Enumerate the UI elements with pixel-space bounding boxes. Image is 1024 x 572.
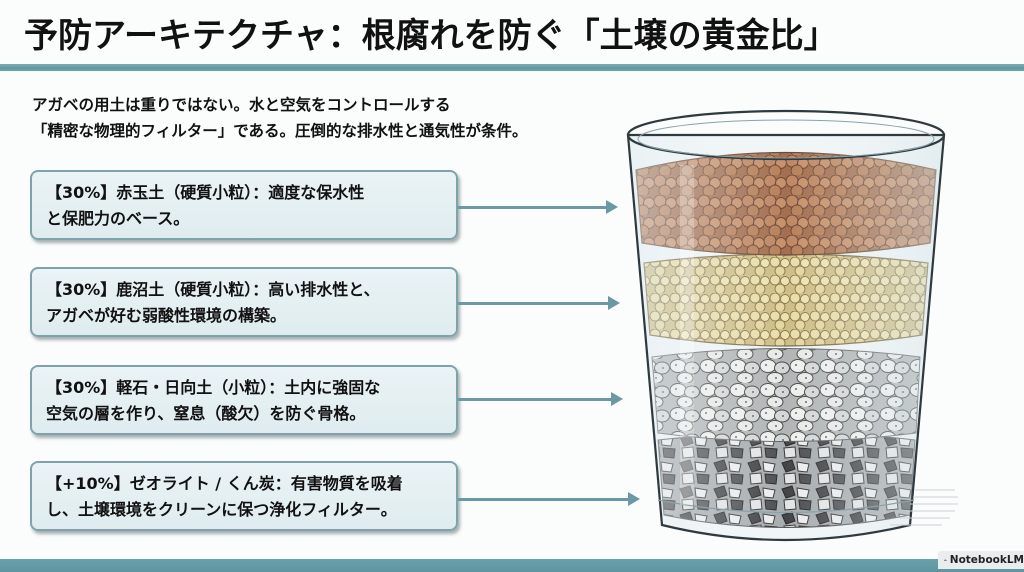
intro-line-1: アガベの用土は重りではない。水と空気をコントロールする (32, 96, 451, 114)
title-divider (0, 64, 1024, 71)
callout-line-1: 【30%】赤玉土（硬質小粒）：適度な保水性 (46, 183, 365, 202)
callout-line-1: 【+10%】ゼオライト / くん炭：有害物質を吸着 (46, 474, 403, 493)
callout-line-2: し、土壌環境をクリーンに保つ浄化フィルター。 (46, 500, 397, 519)
footer-bar (0, 559, 1024, 572)
callout-line-1: 【30%】鹿沼土（硬質小粒）：高い排水性と、 (46, 280, 380, 299)
callout-kanuma: 【30%】鹿沼土（硬質小粒）：高い排水性と、 アガベが好む弱酸性環境の構築。 (30, 267, 458, 337)
callout-pumice: 【30%】軽石・日向土（小粒）：土内に強固な 空気の層を作り、窒息（酸欠）を防ぐ… (30, 365, 458, 435)
soil-cup-illustration (626, 109, 958, 542)
callout-line-2: アガベが好む弱酸性環境の構築。 (46, 306, 287, 325)
intro-line-2: 「精密な物理的フィルター」である。圧倒的な排水性と通気性が条件。 (32, 122, 528, 140)
intro-text: アガベの用土は重りではない。水と空気をコントロールする 「精密な物理的フィルター… (32, 92, 632, 144)
callout-line-2: 空気の層を作り、窒息（酸欠）を防ぐ骨格。 (46, 404, 366, 423)
callout-zeolite: 【+10%】ゼオライト / くん炭：有害物質を吸着 し、土壌環境をクリーンに保つ… (30, 461, 458, 531)
notebooklm-logo-icon (944, 559, 947, 561)
arrow-to-pumice-layer (458, 392, 623, 406)
arrow-to-akadama-layer (458, 200, 618, 214)
arrow-to-kanuma-layer (458, 296, 620, 310)
badge-label: NotebookLM (949, 554, 1024, 566)
page-title: 予防アーキテクチャ：根腐れを防ぐ「土壌の黄金比」 (24, 16, 838, 56)
notebooklm-badge: NotebookLM (938, 551, 1024, 569)
arrow-to-zeolite-layer (458, 492, 640, 506)
callout-line-1: 【30%】軽石・日向土（小粒）：土内に強固な (46, 378, 381, 397)
callout-akadama: 【30%】赤玉土（硬質小粒）：適度な保水性 と保肥力のベース。 (30, 170, 458, 240)
callout-line-2: と保肥力のベース。 (46, 209, 190, 228)
